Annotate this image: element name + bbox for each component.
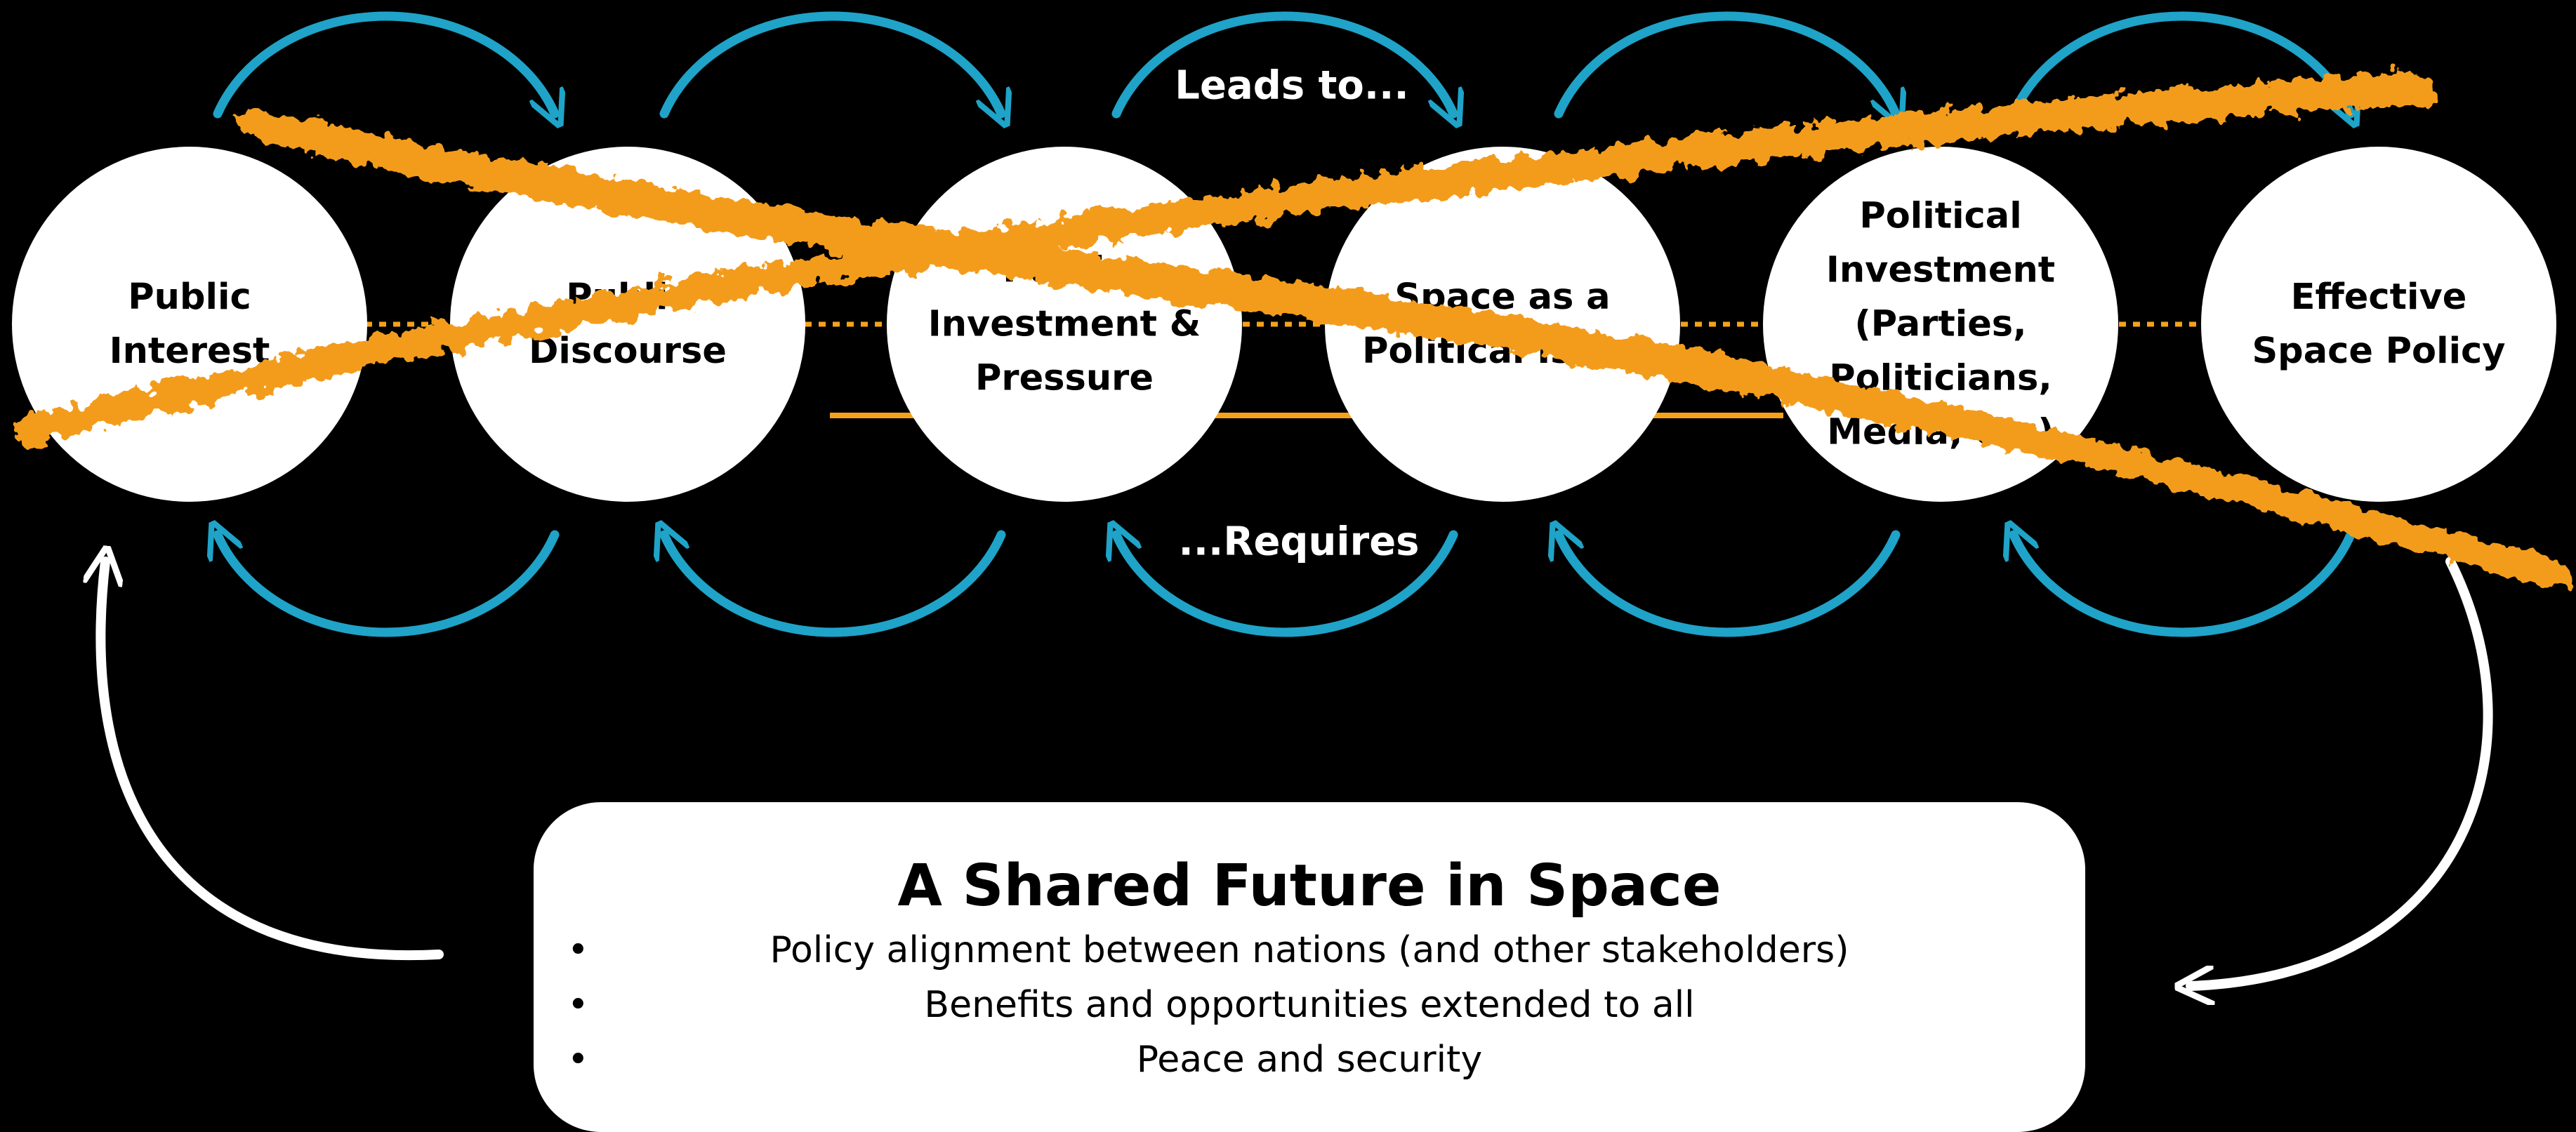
bullet-icon: • xyxy=(567,929,589,971)
list-item: • Policy alignment between nations (and … xyxy=(534,923,2085,978)
curved-arrow-right-icon xyxy=(1111,11,1453,114)
loop-arrows xyxy=(100,557,2493,986)
bullet-icon: • xyxy=(567,1039,589,1081)
summary-title: A Shared Future in Space xyxy=(897,853,1722,919)
node-label-political-issue: Space as a Political Issue xyxy=(1362,277,1643,372)
node-label-public-discourse: Public Discourse xyxy=(529,277,727,372)
summary-list: • Policy alignment between nations (and … xyxy=(534,923,2085,1087)
requires-label: ...Requires xyxy=(1178,519,1420,565)
node-label-public-interest: Public Interest xyxy=(109,277,270,372)
node-label-political-investment: Political Investment (Parties, Politicia… xyxy=(1825,195,2056,453)
curved-arrow-left-icon xyxy=(664,535,1006,637)
curved-arrow-left-icon xyxy=(2014,535,2356,637)
list-item: • Peace and security xyxy=(534,1032,2085,1087)
curved-arrow-right-icon xyxy=(659,11,1001,114)
node-label-effective-policy: Effective Space Policy xyxy=(2252,277,2506,372)
summary-item-text: Peace and security xyxy=(1136,1039,1483,1081)
leads-to-label: Leads to... xyxy=(1175,62,1409,109)
curved-arrow-right-icon xyxy=(213,11,555,114)
summary-item-text: Policy alignment between nations (and ot… xyxy=(770,929,1849,971)
loop-arrow-icon xyxy=(100,561,444,961)
curved-arrow-right-icon xyxy=(1554,11,1896,114)
bullet-icon: • xyxy=(567,984,589,1026)
forward-arrows xyxy=(213,11,2351,114)
summary-item-text: Benefits and opportunities extended to a… xyxy=(924,984,1695,1026)
list-item: • Benefits and opportunities extended to… xyxy=(534,978,2085,1032)
summary-box: A Shared Future in Space • Policy alignm… xyxy=(534,802,2085,1132)
node-label-public-investment: Public Investment & Pressure xyxy=(927,249,1201,399)
loop-arrow-icon xyxy=(2191,557,2493,986)
curved-arrow-left-icon xyxy=(218,535,560,637)
curved-arrow-left-icon xyxy=(1559,535,1901,637)
curved-arrow-right-icon xyxy=(2009,11,2351,114)
